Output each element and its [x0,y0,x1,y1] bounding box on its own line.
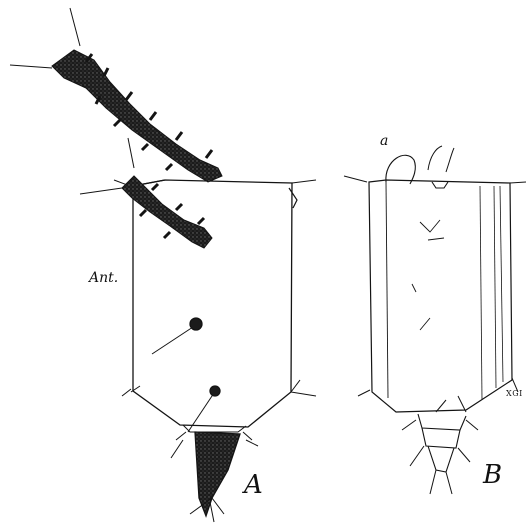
figure-a-caudal-piece [195,432,240,516]
xgi-label: XGI [506,389,523,398]
antenna-label: Ant. [89,270,118,286]
figure-b [344,146,526,494]
figure-a [114,180,316,522]
annotation-a-label: a [380,133,388,149]
panel-a-label: A [244,470,263,500]
panel-b-label: B [483,460,502,490]
figure-b-segment-outline [369,180,512,412]
figure-a-seta-1 [152,318,202,354]
spiny-seta-large [10,8,222,182]
